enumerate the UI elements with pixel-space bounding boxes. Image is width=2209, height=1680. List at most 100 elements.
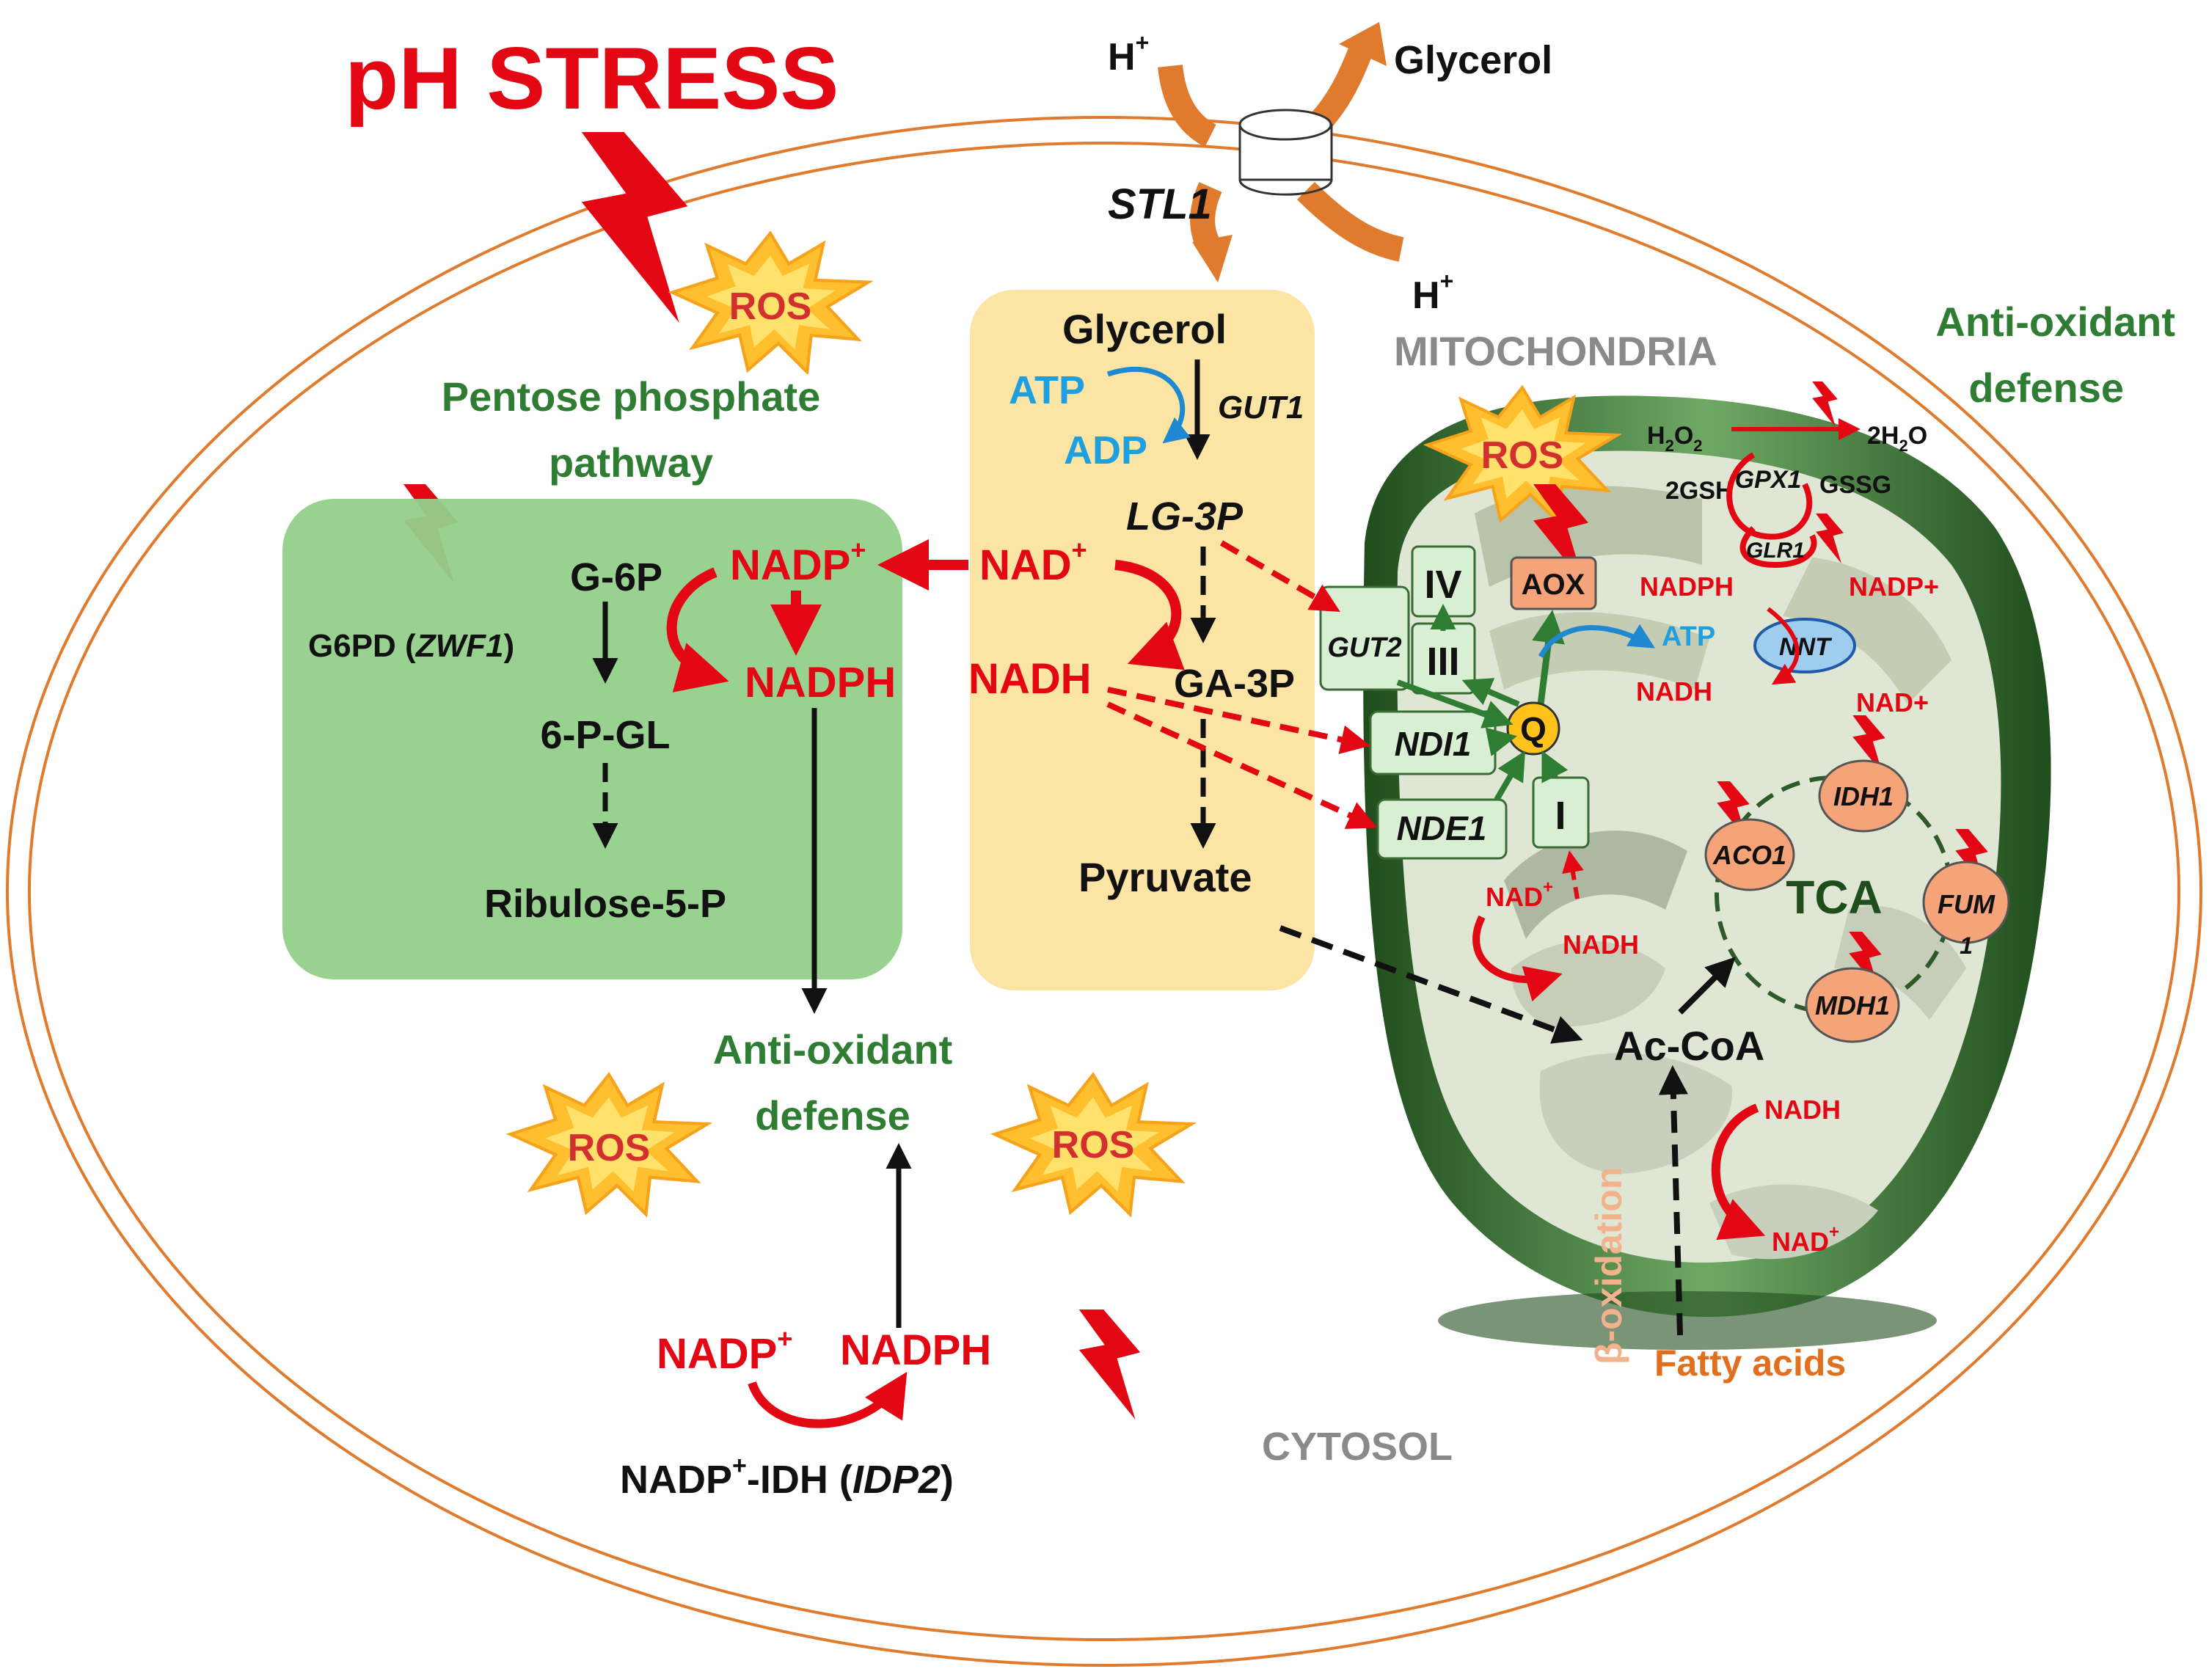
h2o-label: 2H2O <box>1867 422 1927 455</box>
ros-starburst-icon: ROS <box>672 233 868 372</box>
nnt-label: NNT <box>1779 633 1833 661</box>
g6p-label: G-6P <box>570 555 662 599</box>
nde1-box <box>1376 798 1508 860</box>
6pgl-label: 6-P-GL <box>540 713 670 757</box>
gssg-label: GSSG <box>1819 471 1891 499</box>
pyruvate-label: Pyruvate <box>1078 854 1252 900</box>
matrix-nad-cycle-arrow <box>1472 915 1563 1002</box>
page-title: pH STRESS <box>345 29 839 128</box>
complex-iv-label: IV <box>1424 563 1461 607</box>
ppp-title-line1: Pentose phosphate <box>442 373 821 420</box>
idh1-oval <box>1818 759 1909 833</box>
beta-oxidation-label: β-oxidation <box>1588 1167 1629 1365</box>
glycolysis-nad-label: NAD+ <box>979 535 1087 589</box>
accoa-to-tca-arrow <box>1678 957 1736 1015</box>
mito-nadh-label: NADH <box>1636 676 1712 706</box>
matrix-nad-label: NAD+ <box>1486 877 1553 912</box>
gut2-box <box>1319 585 1410 691</box>
gut2-label: GUT2 <box>1327 632 1401 663</box>
ros-starburst-icon: ROS <box>511 1075 708 1214</box>
glycolysis-nad-cycle-arrow <box>1114 560 1185 671</box>
mito-antiox-line2: defense <box>1968 365 2124 411</box>
aox-atp-arrow <box>1538 624 1656 658</box>
transporter-cylinder-icon <box>1158 22 1404 282</box>
matrix-nadh-to-complex-i-arrow <box>1562 850 1584 899</box>
fum-label: FUM <box>1938 889 1996 919</box>
mito-nad-plus-label: NAD+ <box>1856 687 1929 717</box>
gut1-label: GUT1 <box>1218 390 1304 426</box>
q-label: Q <box>1520 710 1547 748</box>
cytosol-nadp-cycle-arrow <box>748 1371 908 1428</box>
ppp-box <box>282 499 902 979</box>
accoa-label: Ac-CoA <box>1614 1023 1764 1069</box>
idh1-label: IDH1 <box>1833 781 1894 811</box>
ppp-nadp-cycle-arrow <box>666 567 729 693</box>
q-to-iii-arrow <box>1461 678 1520 707</box>
gut2-to-q-arrow <box>1396 679 1514 728</box>
ros-starburst-icon: ROS <box>1427 387 1617 522</box>
fum-number-label: 1 <box>1960 932 1973 959</box>
pyruvate-to-accoa-arrow <box>1279 925 1583 1044</box>
ppp-nadp-label: NADP+ <box>730 535 866 589</box>
ros-starburst-icon: ROS <box>995 1075 1192 1214</box>
aox-box <box>1510 556 1597 610</box>
glr1-cycle <box>1739 526 1817 569</box>
ga3p-label: GA-3P <box>1174 662 1295 706</box>
nnt-oval <box>1753 618 1856 673</box>
beta-nadh-label: NADH <box>1764 1095 1841 1125</box>
fum1-oval <box>1922 861 2010 944</box>
complex-iii-label: III <box>1426 640 1459 684</box>
cell-membrane-inner <box>28 142 2180 1641</box>
mito-antiox-line1: Anti-oxidant <box>1935 299 2175 345</box>
cytosol-antiox-line1: Anti-oxidant <box>713 1026 953 1073</box>
ppp-nadph-label: NADPH <box>745 659 896 706</box>
nde1-label: NDE1 <box>1397 809 1487 847</box>
h-plus-out-label: H+ <box>1412 268 1453 317</box>
atp-label: ATP <box>1009 368 1085 412</box>
gsh-label: 2GSH <box>1665 477 1734 505</box>
mdh1-label: MDH1 <box>1815 990 1890 1020</box>
stl1-label: STL1 <box>1108 180 1212 228</box>
gpx1-label: GPX1 <box>1735 466 1802 494</box>
glycerol-label: Glycerol <box>1062 306 1227 352</box>
nde1-to-q-arrow <box>1494 750 1526 802</box>
q-to-aox-arrow <box>1532 610 1565 705</box>
cytosol-nadp-label: NADP+ <box>657 1323 792 1378</box>
mitochondria-label: MITOCHONDRIA <box>1394 328 1717 374</box>
lightning-bolt-icon <box>581 132 688 323</box>
aco1-label: ACO1 <box>1712 840 1786 870</box>
h-plus-in-label: H+ <box>1108 29 1149 78</box>
nnt-cycle-arrow <box>1767 607 1800 685</box>
ros-label: ROS <box>1481 434 1564 477</box>
ros-label: ROS <box>1052 1124 1135 1166</box>
mdh1-oval <box>1805 967 1900 1043</box>
cytosol-label: CYTOSOL <box>1262 1425 1453 1469</box>
g6pd-enzyme-label: G6PD (ZWF1) <box>308 628 514 664</box>
lg3p-to-gut2-arrow <box>1219 540 1340 613</box>
fatty-acids-to-accoa-arrow <box>1658 1065 1688 1336</box>
lightning-bolt-icon <box>1078 1310 1141 1420</box>
atp-adp-arrow <box>1106 367 1191 444</box>
gsh-cycle-arrow <box>1726 452 1813 540</box>
nadh-to-ndi1-arrow <box>1107 687 1370 754</box>
cell-membrane-outer <box>6 116 2202 1667</box>
glycerol-export-label: Glycerol <box>1394 38 1552 82</box>
beta-nad-cycle-arrow <box>1711 1103 1766 1240</box>
complex-i-to-q-arrow <box>1541 750 1569 784</box>
ndi1-to-q-arrow <box>1485 727 1517 756</box>
ros-label: ROS <box>729 285 812 328</box>
mito-nadp-plus-label: NADP+ <box>1849 571 1939 602</box>
mito-nadph-label: NADPH <box>1640 571 1734 602</box>
complex-i-label: I <box>1555 794 1566 838</box>
h2o2-label: H2O2 <box>1647 422 1703 455</box>
aco1-oval <box>1704 818 1795 891</box>
ros-label: ROS <box>568 1127 651 1169</box>
nadh-to-nde1-arrow <box>1106 701 1378 829</box>
aox-label: AOX <box>1522 569 1585 601</box>
cytosol-nadph-label: NADPH <box>840 1326 991 1374</box>
ribulose-5p-label: Ribulose-5-P <box>484 882 726 926</box>
ppp-title-line2: pathway <box>549 439 713 486</box>
lg3p-label: LG-3P <box>1126 494 1244 538</box>
ndi1-label: NDI1 <box>1395 725 1472 763</box>
